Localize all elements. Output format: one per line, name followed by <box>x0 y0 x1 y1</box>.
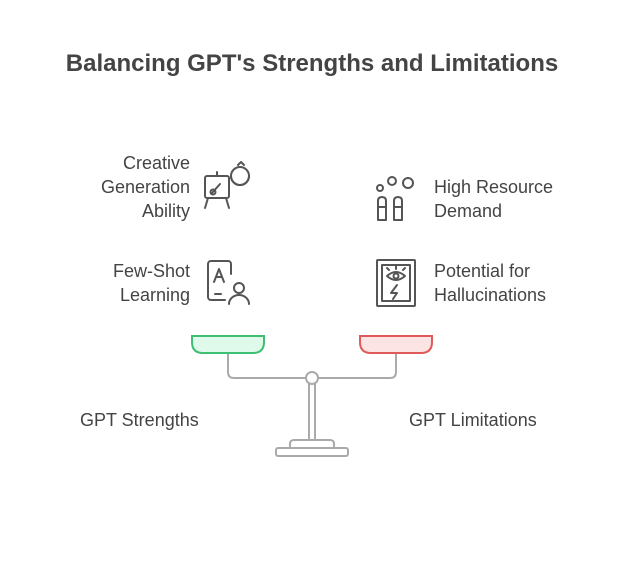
framed-eye-icon <box>376 259 416 307</box>
strength-2-line-1: Few-Shot <box>112 261 190 281</box>
limitation-item-high-resource-demand: High Resource Demand <box>434 175 553 223</box>
strengths-label: GPT Strengths <box>80 410 199 430</box>
limitation-1-line-1: High Resource <box>434 177 554 197</box>
limitations-label: GPT Limitations <box>409 410 537 430</box>
factory-chimneys-icon <box>376 176 414 221</box>
strength-1-line-2: Generation <box>100 177 190 197</box>
scale-base-top <box>289 439 335 448</box>
limitations-pan <box>359 335 433 354</box>
limitation-item-potential-hallucinations: Potential for Hallucinations <box>434 259 546 307</box>
easel-palette-icon <box>204 161 250 209</box>
strength-2-line-2: Learning <box>119 285 190 305</box>
tablet-learner-icon <box>207 260 250 305</box>
strengths-pan <box>191 335 265 354</box>
limitation-2-line-2: Hallucinations <box>434 285 547 305</box>
strength-1-line-1: Creative <box>122 153 190 173</box>
diagram-title: Balancing GPT's Strengths and Limitation… <box>65 50 559 77</box>
strength-1-line-3: Ability <box>141 201 190 221</box>
strength-item-few-shot-learning: Few-Shot Learning <box>113 259 190 307</box>
scale-base <box>275 447 349 457</box>
strength-item-creative-generation: Creative Generation Ability <box>101 151 190 223</box>
scale-pivot <box>305 371 319 385</box>
limitation-1-line-2: Demand <box>434 201 503 221</box>
limitation-2-line-1: Potential for <box>434 261 531 281</box>
scale-pillar <box>308 381 316 441</box>
